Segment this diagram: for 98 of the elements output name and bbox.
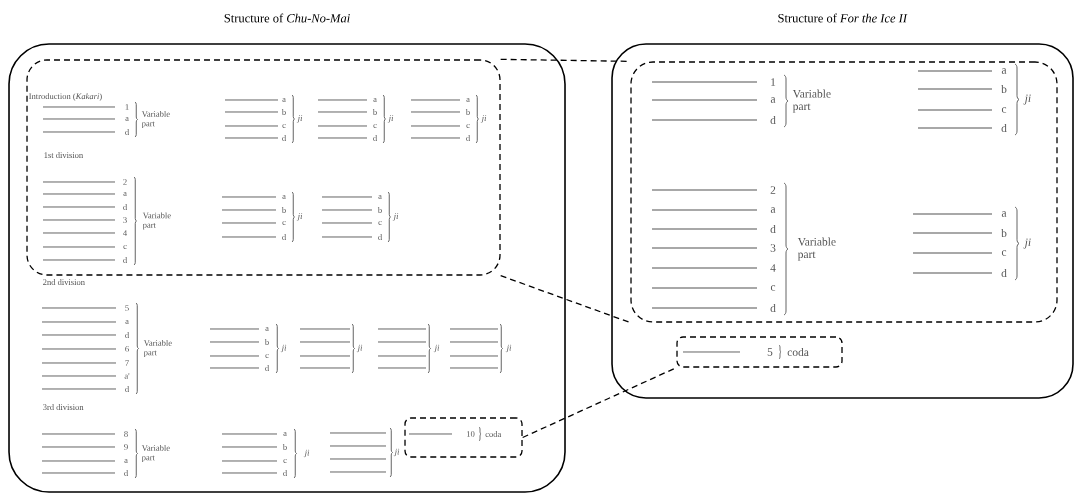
part-letter: d [770, 224, 776, 234]
panel-title: Structure of Chu-No-Mai [224, 13, 350, 23]
part-letter: d [1001, 123, 1007, 133]
part-letter: 2 [123, 179, 127, 185]
part-letter: d [125, 386, 130, 392]
part-letter: b [377, 207, 382, 213]
part-letter: c [283, 458, 287, 464]
part-letter: 6 [125, 346, 129, 352]
part-letter: 7 [125, 360, 129, 366]
ji-label: ji [280, 344, 287, 353]
connector-line [522, 367, 677, 439]
part-letter: a [1001, 68, 1007, 74]
part-letter: d [770, 303, 776, 313]
part-letter: c [123, 244, 127, 250]
part-letter: a [124, 458, 128, 463]
section-heading: Introduction (Kakari) [29, 93, 102, 101]
ji-label: ji [387, 115, 394, 123]
part-letter: c [265, 353, 269, 359]
part-letter: c [282, 220, 286, 226]
part-label: Variable part [141, 110, 170, 129]
connector-line [500, 275, 631, 324]
part-label: Variable part [792, 89, 831, 113]
ji-label: ji [433, 344, 440, 353]
part-letter: a [125, 319, 129, 324]
part-letter: 3 [770, 244, 776, 252]
part-letter: b [264, 339, 269, 345]
part-letter: c [1001, 107, 1007, 113]
part-letter: d [124, 470, 129, 476]
part-letter: 1 [771, 78, 776, 86]
part-letter: 5 [125, 305, 129, 311]
part-label: Variable part [143, 339, 172, 358]
part-letter: c [466, 123, 470, 129]
part-letter: a [282, 194, 286, 200]
part-letter: d [378, 234, 383, 240]
part-letter: a [466, 97, 470, 103]
part-letter: d [123, 257, 128, 263]
ji-label: ji [296, 213, 303, 221]
part-letter: a [770, 97, 776, 103]
section-heading: 1st division [44, 152, 84, 158]
ji-label: ji [1023, 94, 1031, 105]
ji-label: ji [480, 115, 487, 123]
part-letter: d [770, 115, 776, 125]
ji-label: ji [1023, 238, 1031, 249]
part-label: Variable part [797, 237, 836, 261]
part-letter: b [281, 207, 286, 213]
part-letter: c [1001, 250, 1007, 256]
part-letter: d [125, 332, 130, 338]
part-letter: 10 [467, 431, 475, 437]
part-letter: a [283, 431, 287, 436]
part-letter: 1 [125, 104, 129, 110]
part-letter: b [465, 109, 470, 115]
part-letter: c [770, 285, 776, 291]
part-letter: 3 [123, 217, 127, 223]
part-letter: 9 [124, 444, 128, 450]
part-letter: d [373, 135, 378, 141]
coda-label: coda [787, 347, 809, 357]
part-letter: 4 [123, 230, 127, 236]
dashed-box [26, 59, 501, 276]
ji-label: ji [392, 213, 399, 221]
coda-label: coda [485, 431, 502, 437]
part-letter: a [373, 97, 377, 103]
part-letter: c [378, 220, 382, 226]
part-letter: a [1001, 211, 1007, 217]
dashed-box [630, 61, 1058, 323]
part-letter: 8 [124, 431, 128, 437]
part-letter: a [123, 191, 127, 197]
part-letter: d [282, 135, 287, 141]
part-letter: c [282, 123, 286, 129]
part-label: Variable part [141, 444, 170, 463]
part-letter: b [372, 109, 377, 115]
part-letter: d [466, 135, 470, 141]
part-letter: d [282, 234, 287, 240]
panel-title: Structure of For the Ice II [778, 13, 908, 23]
part-letter: a [378, 194, 382, 200]
part-letter: 2 [770, 186, 776, 194]
part-letter: d [123, 204, 128, 210]
part-letter: 5 [767, 348, 773, 356]
ji-label: ji [356, 344, 363, 353]
part-letter: a [265, 326, 269, 331]
part-letter: a [282, 97, 286, 103]
part-letter: c [373, 123, 377, 129]
part-letter: d [265, 365, 270, 371]
part-letter: b [1001, 84, 1007, 94]
part-letter: b [281, 109, 286, 115]
part-letter: 4 [770, 264, 776, 272]
ji-label: ji [505, 344, 512, 353]
part-letter: a [770, 207, 776, 213]
ji-label: ji [296, 115, 303, 123]
part-letter: b [282, 444, 287, 450]
part-label: Variable part [142, 212, 171, 230]
part-letter: d [125, 129, 130, 135]
part-letter: a [125, 116, 129, 122]
section-heading: 3rd division [43, 404, 84, 410]
part-letter: d [283, 470, 288, 476]
ji-label: ji [303, 449, 310, 458]
part-letter: a' [124, 373, 130, 379]
part-letter: d [1001, 268, 1007, 278]
part-letter: b [1001, 228, 1007, 238]
